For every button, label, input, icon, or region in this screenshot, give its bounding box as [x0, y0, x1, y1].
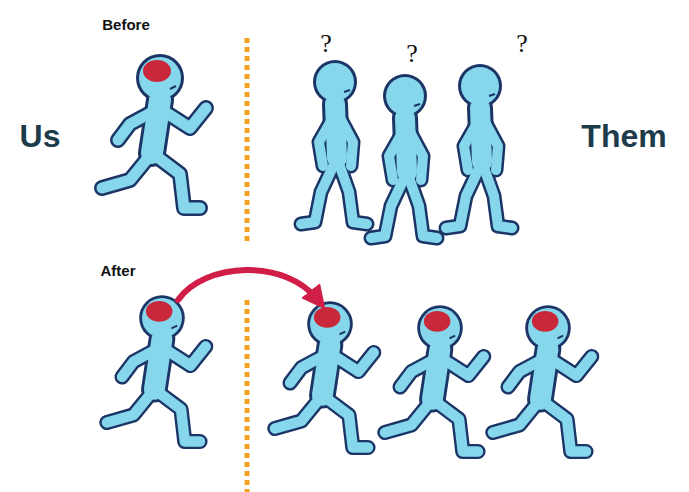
section-heading: Before [102, 17, 150, 32]
running-figure [385, 305, 484, 451]
running-figure [493, 305, 592, 451]
question-mark: ? [406, 41, 418, 67]
section-heading: After [100, 263, 135, 278]
transfer-arrow [178, 270, 318, 300]
running-figure [102, 54, 206, 208]
confused-figure [446, 64, 512, 228]
running-figure [275, 301, 374, 447]
question-mark: ? [516, 31, 528, 57]
question-mark: ? [320, 31, 332, 57]
running-figure [107, 295, 206, 441]
confused-figure [371, 74, 437, 238]
divider-line [245, 300, 250, 492]
divider-line [245, 38, 250, 242]
group-label: Them [581, 120, 666, 152]
group-label: Us [20, 120, 61, 152]
confused-figure [301, 60, 367, 224]
